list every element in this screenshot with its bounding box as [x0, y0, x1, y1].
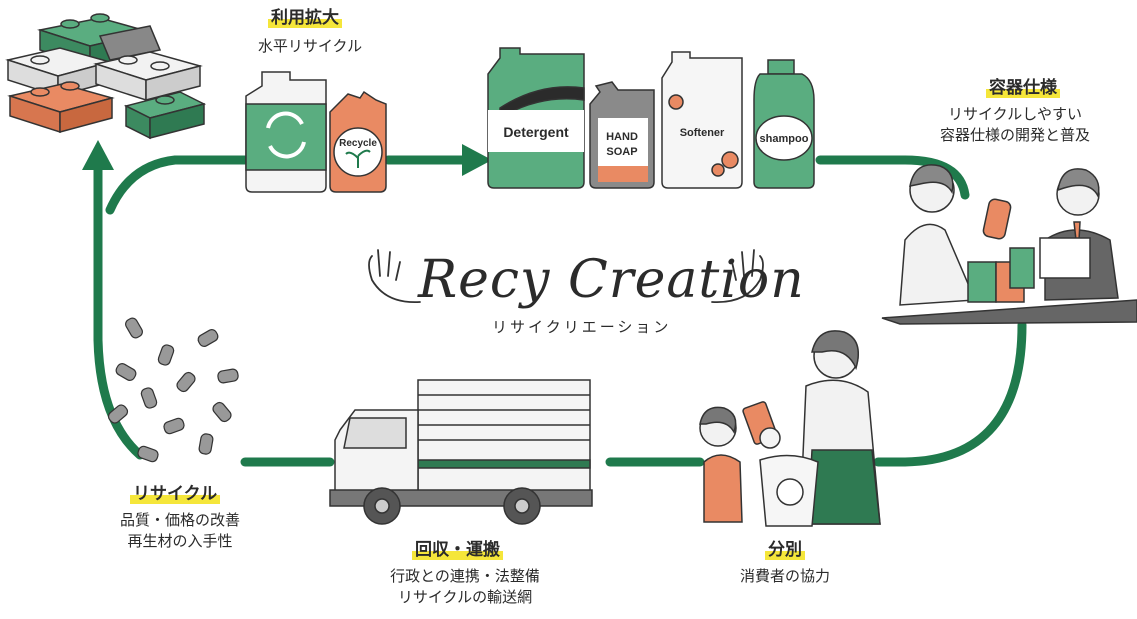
container-desc-line: リサイクルしやすい	[947, 105, 1083, 123]
usage-heading: 利用拡大	[268, 8, 342, 28]
sorting-heading: 分別	[765, 540, 805, 560]
developers-illustration	[881, 164, 1137, 325]
collection-heading: 回収・運搬	[412, 540, 503, 560]
container-heading: 容器仕様	[986, 78, 1060, 98]
arrow-head-right-icon	[462, 144, 492, 176]
collection-desc-line: リサイクルの輸送網	[397, 588, 533, 606]
left-hand-icon	[368, 249, 421, 303]
shampoo-bottle-icon	[753, 59, 815, 189]
sorting-desc-line: 消費者の協力	[739, 567, 830, 585]
softener-label: Softener	[680, 127, 725, 139]
arrow-head-up-icon	[82, 140, 114, 170]
cycle-arrow	[93, 155, 1027, 467]
recycle-desc-line: 品質・価格の改善	[119, 511, 240, 529]
hand-soap-label-2: SOAP	[606, 146, 637, 158]
logo-subtitle: リサイクリエーション	[492, 318, 672, 336]
softener-bottle-icon	[661, 51, 743, 189]
collection-desc-line: 行政との連携・法整備	[390, 567, 540, 585]
recycle-desc: 品質・価格の改善 再生材の入手性	[95, 510, 265, 552]
recycled-blocks-icon	[5, 13, 207, 140]
family-sorting-illustration	[699, 330, 881, 527]
sorting-desc: 消費者の協力	[720, 566, 850, 587]
detergent-bottle-icon	[487, 47, 585, 189]
container-desc-line: 容器仕様の開発と普及	[939, 126, 1090, 144]
usage-desc: 水平リサイクル	[240, 36, 380, 57]
usage-desc-line: 水平リサイクル	[257, 37, 363, 55]
hand-soap-label-1: HAND	[606, 131, 638, 143]
hand-soap-bottle-icon	[589, 81, 655, 189]
pouch-label: Recycle	[339, 138, 377, 149]
detergent-label: Detergent	[503, 124, 569, 140]
recycle-desc-line: 再生材の入手性	[127, 532, 233, 550]
shampoo-label: shampoo	[760, 133, 809, 145]
refill-pouch-orange-icon	[329, 90, 387, 193]
container-desc: リサイクルしやすい 容器仕様の開発と普及	[910, 104, 1120, 146]
refill-pouch-green-icon	[245, 71, 327, 193]
recycle-heading: リサイクル	[130, 484, 221, 504]
truck-icon	[329, 379, 593, 525]
plastic-pellets-icon	[107, 317, 239, 463]
logo-title: Recy Creation	[418, 250, 805, 310]
right-hand-icon	[711, 249, 764, 303]
collection-desc: 行政との連携・法整備 リサイクルの輸送網	[370, 566, 560, 608]
